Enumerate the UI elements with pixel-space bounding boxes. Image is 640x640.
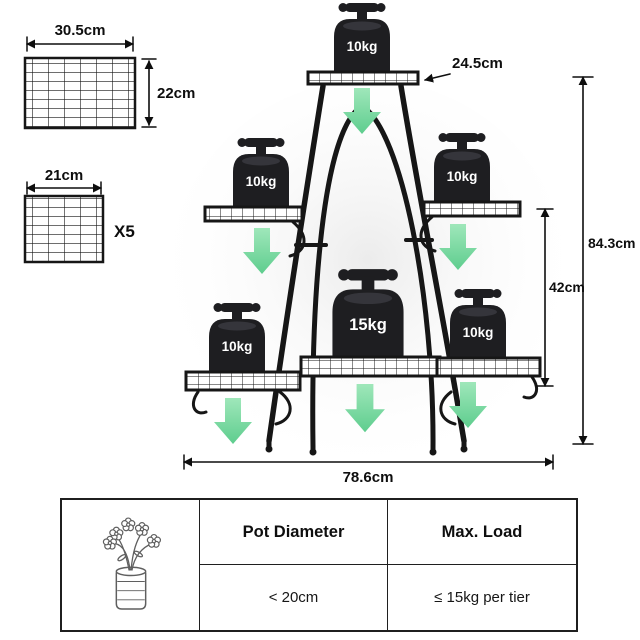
shelf-mid-right [422, 200, 522, 218]
dimension-annotations: 24.5cm 84.3cm 42cm 78.6cm [183, 55, 635, 486]
spec-table: Pot Diameter Max. Load < 20cm ≤ 15kg per… [60, 498, 578, 632]
weight-bottom-right-label: 10kg [463, 325, 494, 340]
scroll-bracket [288, 220, 306, 258]
stand-feet [265, 438, 468, 456]
plant-stand-illustration: 10kg 10kg 10kg 10kg 10kg 15kg [184, 3, 542, 456]
stand-diagram-svg: 30.5cm 22cm 21cm X5 [23, 3, 635, 486]
shelf-mid-left [203, 205, 304, 223]
shelf-large-diagram: 30.5cm 22cm [23, 22, 195, 130]
weight-top-label: 10kg [347, 39, 378, 54]
shelf-small-count-label: X5 [114, 222, 135, 241]
pot-diameter-header: Pot Diameter [200, 500, 388, 565]
weight-mid-left-label: 10kg [246, 174, 277, 189]
pot-illustration-cell [62, 500, 200, 630]
top-depth-label: 24.5cm [452, 55, 503, 72]
top-depth-arrow [424, 73, 451, 83]
max-load-value: ≤ 15kg per tier [434, 589, 530, 606]
stand-right-leg [398, 83, 467, 444]
shelf-small-grid [23, 194, 105, 264]
shelf-large-height-label: 22cm [157, 85, 195, 102]
tier-height-label: 42cm [549, 279, 585, 295]
max-load-header: Max. Load [388, 500, 576, 565]
shelf-bottom-right [435, 356, 542, 378]
total-width-label: 78.6cm [343, 469, 394, 486]
shelf-large-grid [23, 56, 137, 130]
shelf-bottom-center [299, 355, 442, 378]
weight-bottom-center-label: 15kg [349, 316, 387, 334]
scroll-bracket [274, 390, 292, 426]
pot-diameter-value: < 20cm [200, 565, 388, 630]
scroll-bracket [419, 215, 437, 253]
flower-pot-icon [102, 517, 161, 610]
shelf-small-width-label: 21cm [45, 167, 83, 184]
scroll-bracket [522, 375, 538, 400]
shelf-bottom-left [184, 370, 302, 392]
shelf-top [306, 70, 420, 86]
weight-top [334, 3, 390, 73]
weight-mid-right-label: 10kg [447, 169, 478, 184]
shelf-large-width-label: 30.5cm [55, 22, 106, 39]
shelf-small-diagram: 21cm X5 [23, 167, 135, 264]
total-height-label: 84.3cm [588, 235, 635, 251]
weight-bottom-left-label: 10kg [222, 339, 253, 354]
scroll-bracket [192, 390, 208, 415]
scroll-bracket [439, 390, 457, 426]
